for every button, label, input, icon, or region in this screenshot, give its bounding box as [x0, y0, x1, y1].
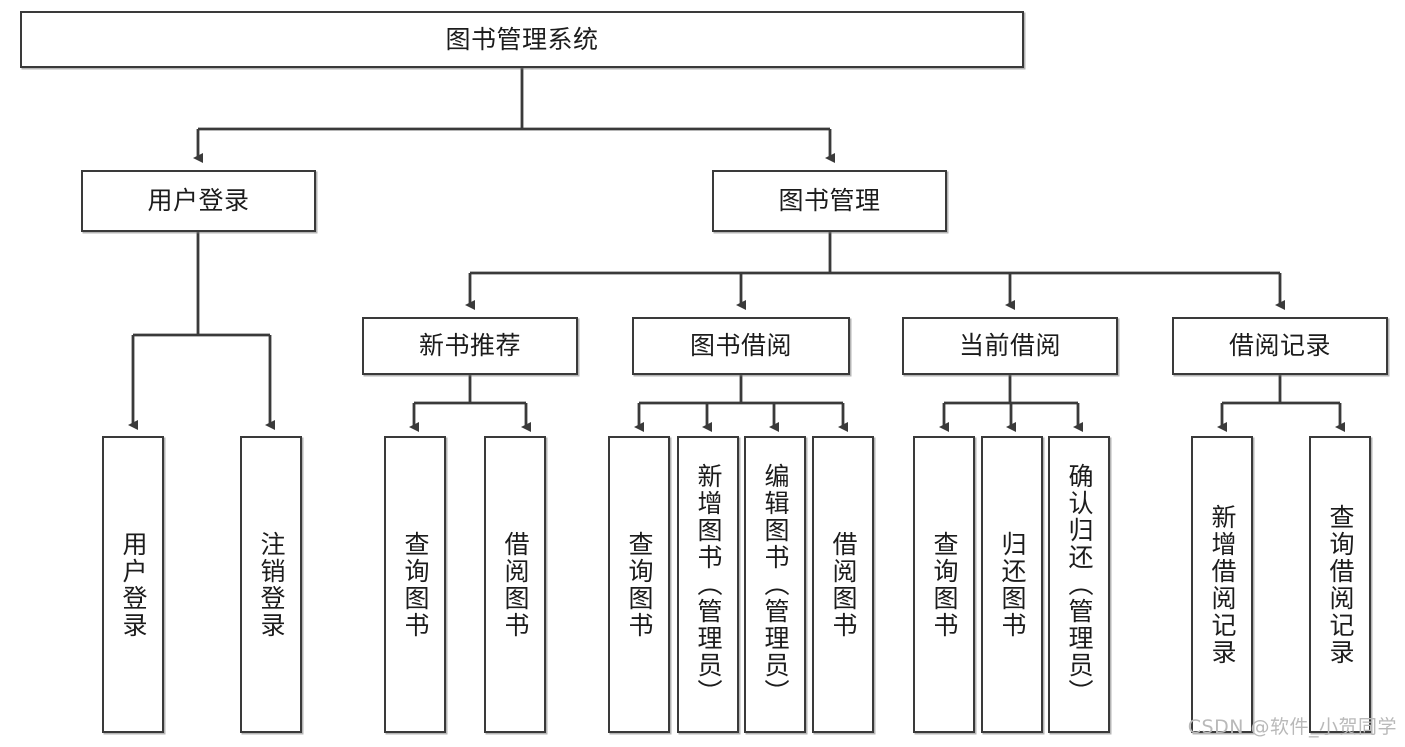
node-leaf-borrow-book-2[interactable]: 借阅图书 — [812, 436, 874, 733]
node-leaf-query-book-2[interactable]: 查询图书 — [608, 436, 670, 733]
node-root-label: 图书管理系统 — [445, 24, 599, 54]
node-leaf-query-record[interactable]: 查询借阅记录 — [1309, 436, 1371, 733]
node-leaf-return-book-label: 归还图书 — [998, 530, 1027, 639]
node-leaf-add-book-label: 新增图书（管理员） — [694, 463, 723, 706]
node-leaf-edit-book[interactable]: 编辑图书（管理员） — [744, 436, 806, 733]
node-current-borrow[interactable]: 当前借阅 — [902, 317, 1118, 375]
node-leaf-query-book-3[interactable]: 查询图书 — [913, 436, 975, 733]
node-leaf-query-book-1-label: 查询图书 — [401, 530, 430, 639]
node-leaf-borrow-book-2-label: 借阅图书 — [829, 530, 858, 639]
node-leaf-add-record[interactable]: 新增借阅记录 — [1191, 436, 1253, 733]
node-leaf-confirm-return[interactable]: 确认归还（管理员） — [1048, 436, 1110, 733]
node-leaf-user-logout-label: 注销登录 — [257, 530, 286, 639]
node-current-borrow-label: 当前借阅 — [958, 331, 1061, 361]
node-leaf-query-book-3-label: 查询图书 — [930, 530, 959, 639]
node-borrow-record[interactable]: 借阅记录 — [1172, 317, 1388, 375]
node-leaf-query-record-label: 查询借阅记录 — [1326, 503, 1355, 666]
node-new-book-recommend-label: 新书推荐 — [418, 331, 521, 361]
watermark: CSDN @软件_小贺同学 — [1187, 716, 1397, 738]
node-leaf-add-book[interactable]: 新增图书（管理员） — [677, 436, 739, 733]
node-book-borrow[interactable]: 图书借阅 — [632, 317, 850, 375]
node-user-login-label: 用户登录 — [147, 186, 250, 216]
node-book-manage-label: 图书管理 — [778, 186, 881, 216]
node-borrow-record-label: 借阅记录 — [1228, 331, 1331, 361]
node-leaf-confirm-return-label: 确认归还（管理员） — [1065, 463, 1094, 706]
node-leaf-user-login[interactable]: 用户登录 — [102, 436, 164, 733]
node-book-borrow-label: 图书借阅 — [689, 331, 792, 361]
node-root[interactable]: 图书管理系统 — [20, 11, 1024, 68]
node-leaf-edit-book-label: 编辑图书（管理员） — [761, 463, 790, 706]
node-book-manage[interactable]: 图书管理 — [712, 170, 947, 232]
node-leaf-query-book-1[interactable]: 查询图书 — [384, 436, 446, 733]
node-leaf-user-logout[interactable]: 注销登录 — [240, 436, 302, 733]
node-leaf-borrow-book-1[interactable]: 借阅图书 — [484, 436, 546, 733]
node-leaf-borrow-book-1-label: 借阅图书 — [501, 530, 530, 639]
node-user-login[interactable]: 用户登录 — [81, 170, 316, 232]
node-leaf-query-book-2-label: 查询图书 — [625, 530, 654, 639]
node-leaf-return-book[interactable]: 归还图书 — [981, 436, 1043, 733]
node-new-book-recommend[interactable]: 新书推荐 — [362, 317, 578, 375]
node-leaf-add-record-label: 新增借阅记录 — [1208, 503, 1237, 666]
node-leaf-user-login-label: 用户登录 — [119, 530, 148, 639]
